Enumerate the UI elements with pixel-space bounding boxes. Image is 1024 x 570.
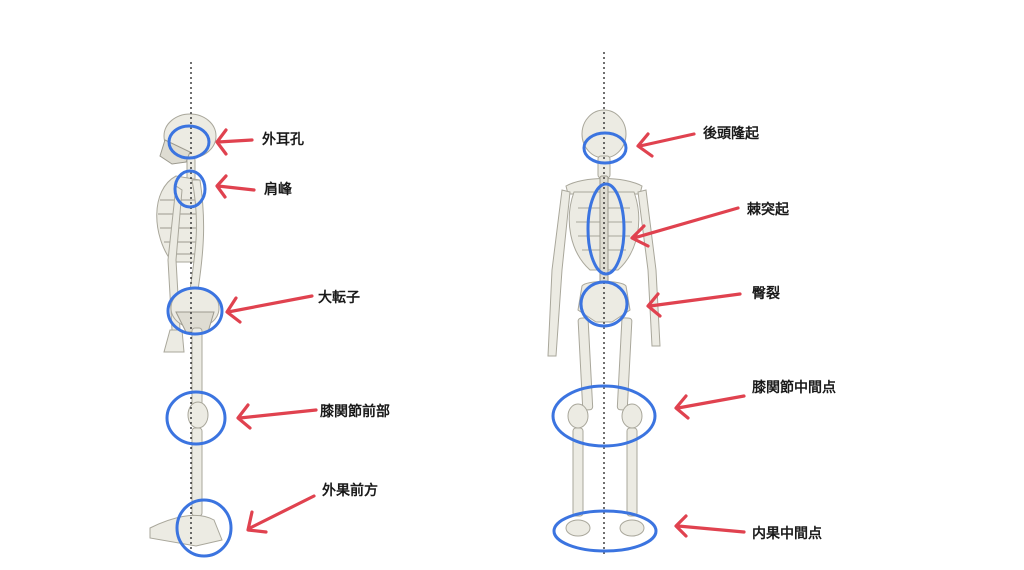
lateral-arrows bbox=[215, 128, 318, 534]
lateral-skeleton bbox=[149, 113, 223, 547]
circle-medial-malleolus-midpoint bbox=[552, 509, 658, 553]
circle-greater-trochanter bbox=[166, 286, 224, 336]
label-posterior-3: 臀裂 bbox=[752, 285, 780, 302]
arrow-3 bbox=[225, 294, 314, 324]
circle-lateral-malleolus bbox=[175, 498, 233, 558]
label-lateral-4: 膝関節前部 bbox=[320, 403, 390, 420]
circle-knee-midpoint bbox=[551, 384, 657, 448]
circle-knee-anterior bbox=[165, 390, 227, 446]
label-posterior-5: 内果中間点 bbox=[752, 525, 822, 542]
label-lateral-1: 外耳孔 bbox=[262, 131, 304, 148]
arrow-6 bbox=[636, 132, 696, 158]
circle-gluteal-cleft bbox=[579, 280, 629, 328]
label-lateral-5: 外果前方 bbox=[322, 482, 378, 499]
posterior-circles bbox=[551, 131, 658, 553]
circle-acromion bbox=[173, 169, 207, 209]
posterior-labels: 後頭隆起 棘突起 臀裂 膝関節中間点 内果中間点 bbox=[703, 125, 836, 542]
lateral-circles bbox=[165, 124, 233, 558]
arrow-1 bbox=[215, 128, 254, 156]
arrow-10 bbox=[674, 514, 746, 538]
label-lateral-3: 大転子 bbox=[318, 289, 360, 306]
arrow-7 bbox=[630, 206, 740, 248]
lateral-labels: 外耳孔 肩峰 大転子 膝関節前部 外果前方 bbox=[262, 131, 390, 499]
circle-external-occipital-protuberance bbox=[582, 131, 628, 165]
circle-external-auditory-meatus bbox=[167, 124, 211, 160]
arrow-5 bbox=[246, 494, 316, 534]
label-posterior-4: 膝関節中間点 bbox=[752, 379, 836, 396]
circle-spinous-process bbox=[586, 182, 626, 276]
label-posterior-1: 後頭隆起 bbox=[703, 125, 760, 142]
arrow-4 bbox=[236, 403, 318, 430]
arrow-9 bbox=[674, 394, 746, 420]
label-posterior-2: 棘突起 bbox=[747, 201, 790, 218]
arrow-2 bbox=[215, 174, 256, 199]
posterior-arrows bbox=[630, 132, 746, 538]
label-lateral-2: 肩峰 bbox=[264, 181, 293, 198]
arrow-8 bbox=[646, 292, 742, 318]
